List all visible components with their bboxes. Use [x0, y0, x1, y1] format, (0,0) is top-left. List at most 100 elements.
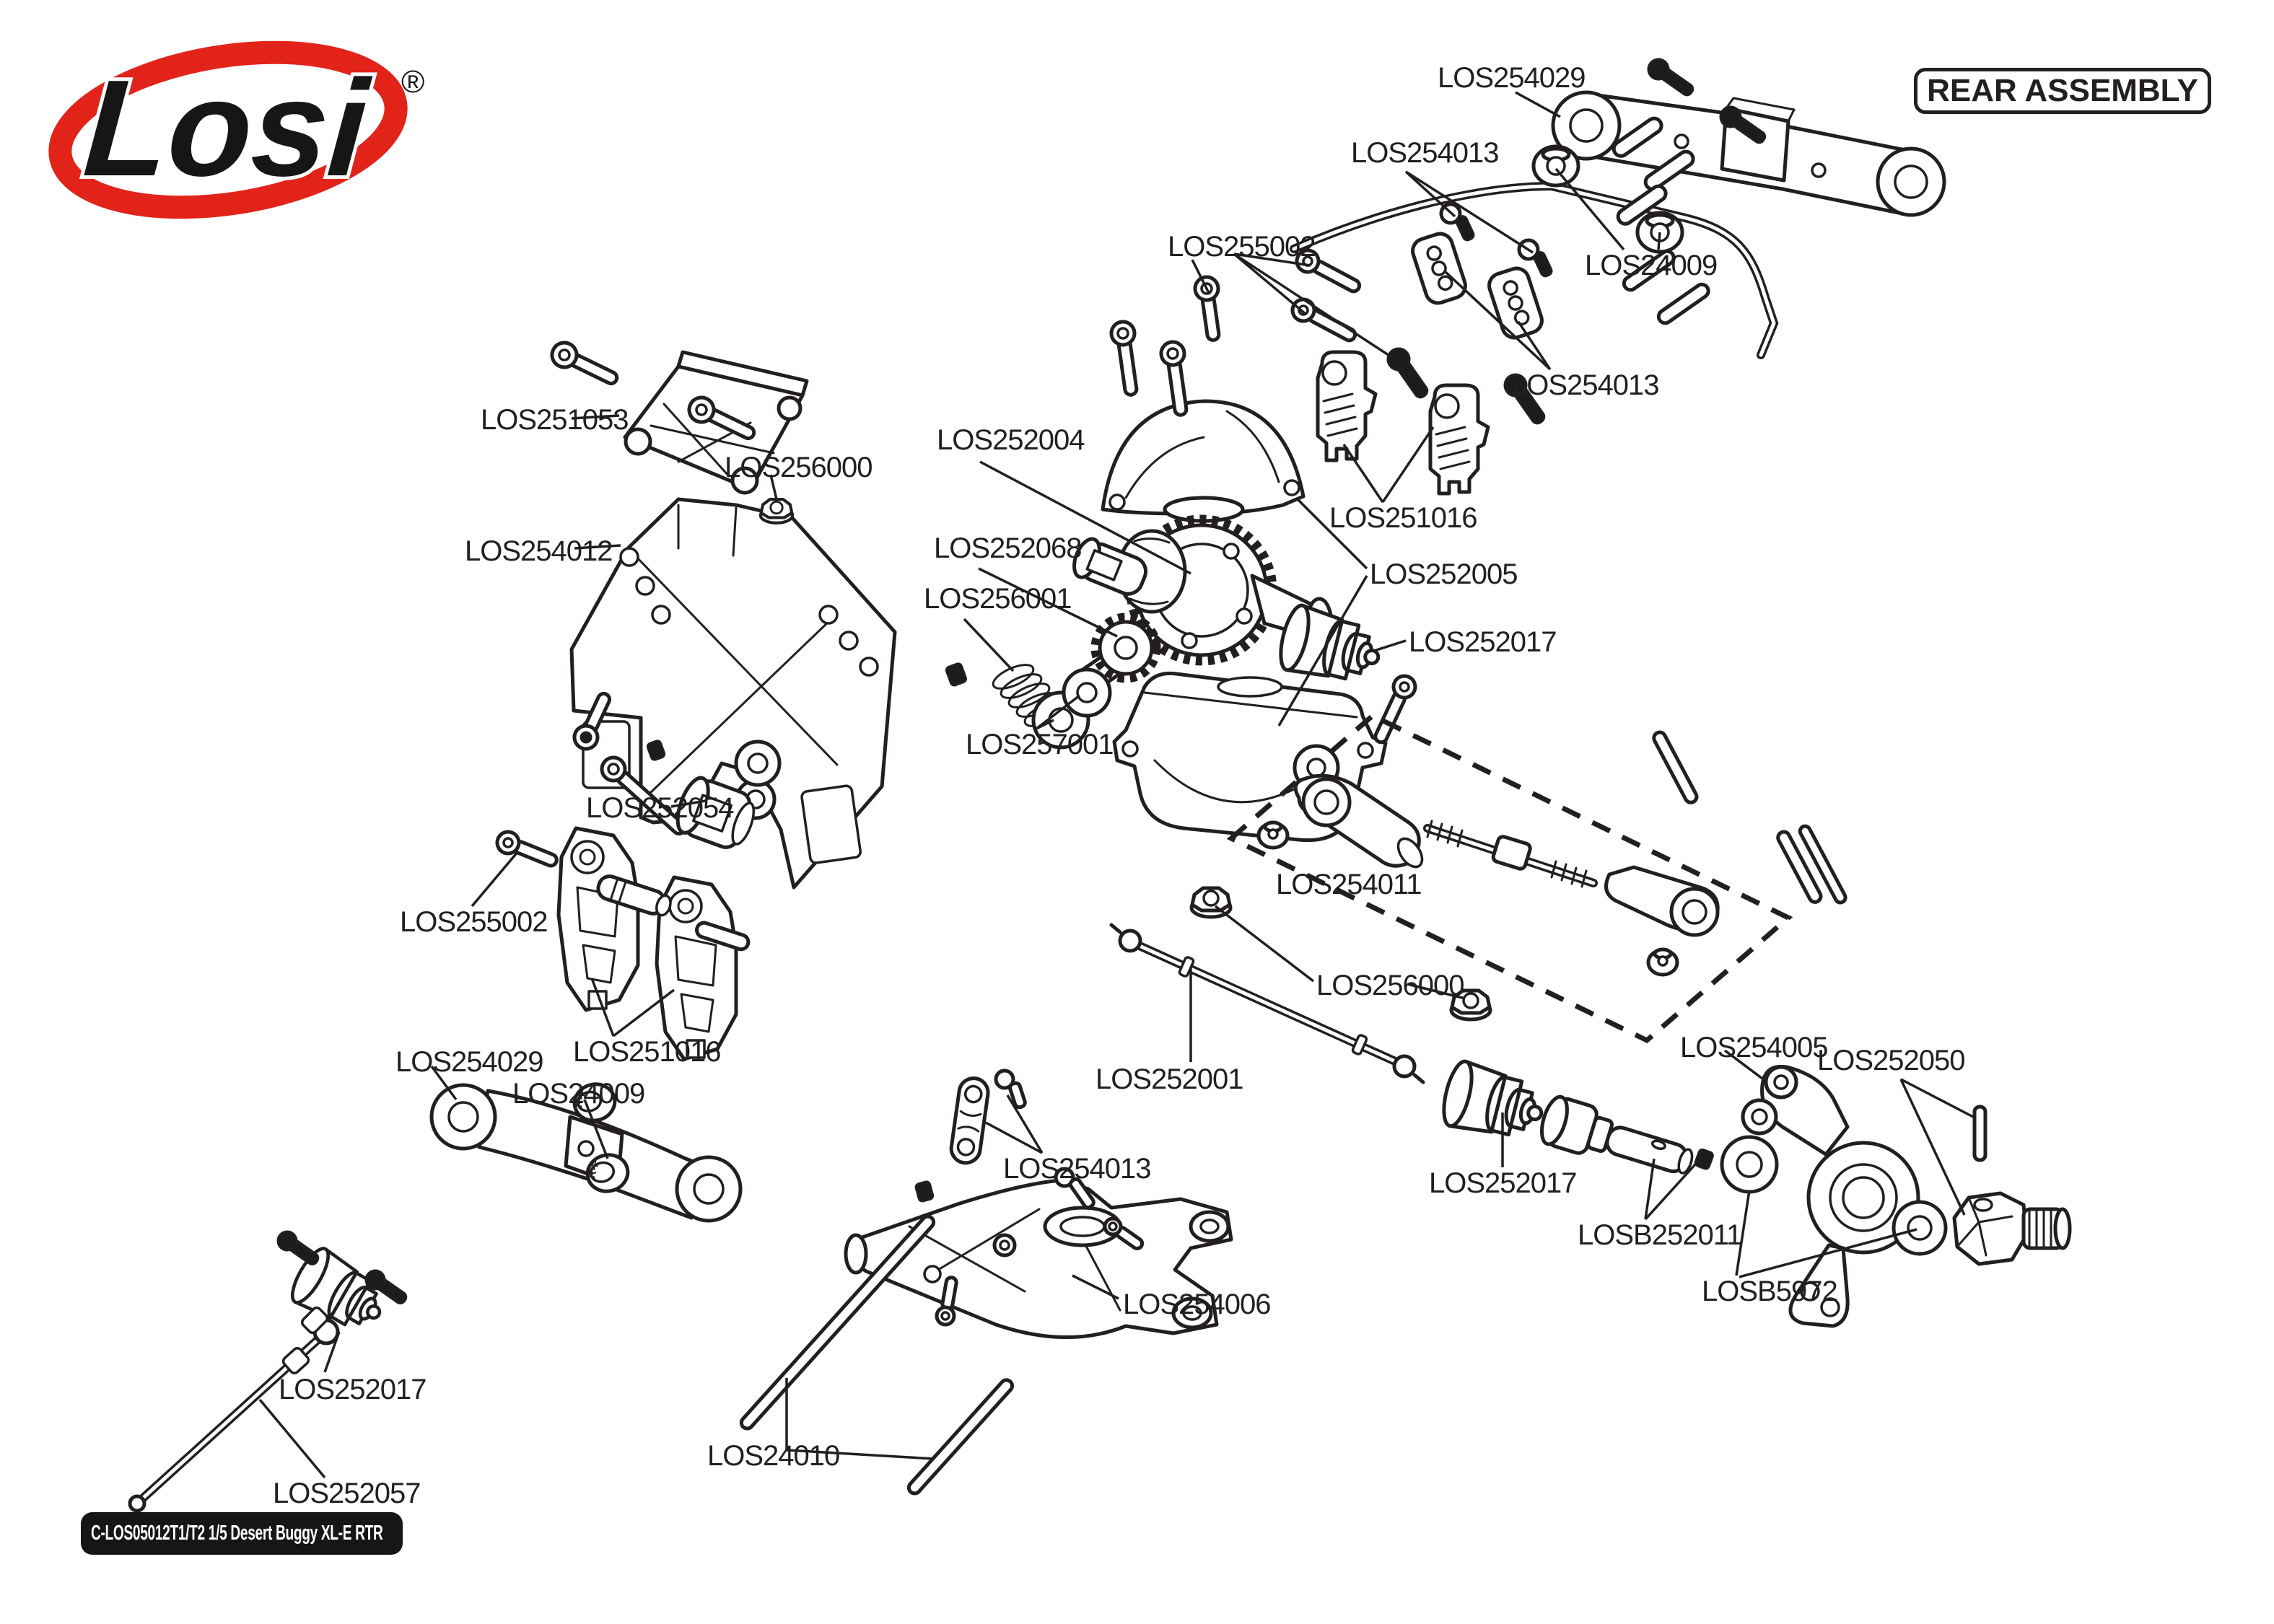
set-screws-center: [646, 662, 967, 761]
driveshaft: [128, 1306, 340, 1513]
insert-marking-2: R-F: [585, 1159, 602, 1180]
hinge-pins: [739, 1214, 1014, 1496]
leader-line-47: [258, 1398, 326, 1479]
part-label-los254012-9: LOS254012: [465, 535, 613, 567]
leader-line-7: [1554, 167, 1625, 251]
driveshaft-boot: [276, 1230, 408, 1341]
part-label-los252057-32: LOS252057: [273, 1478, 421, 1509]
part-label-los254013-4: LOS254013: [1511, 369, 1660, 401]
leader-line-4: [1233, 253, 1308, 316]
leader-line-21: [1373, 639, 1407, 652]
leader-line-6: [1191, 259, 1211, 295]
leader-line-46: [785, 1378, 935, 1460]
part-label-los256000-18: LOS256000: [1316, 970, 1465, 1001]
turnbuckle-group-box: [1226, 712, 1793, 1044]
turnbuckle-assembly: [1259, 730, 1823, 975]
kit-id-badge: C-LOS05012T1/T2 1/5 Desert Buggy XL-E RT…: [81, 1512, 403, 1555]
part-label-los254011-16: LOS254011: [1276, 869, 1422, 900]
part-label-los252005-11: LOS252005: [1370, 558, 1518, 590]
sway-bar-mounts: [1411, 116, 1710, 340]
leader-line-35: [1900, 1078, 1974, 1118]
diff-cover-screws: [1109, 248, 1546, 425]
part-label-los252050-24: LOS252050: [1817, 1045, 1966, 1076]
leader-line-8: [1657, 232, 1661, 250]
leader-line-23: [1035, 694, 1081, 730]
losi-logo-text: Losi: [79, 52, 375, 205]
part-label-los252004-6: LOS252004: [937, 424, 1085, 456]
leader-line-12: [979, 460, 1191, 575]
diff-washers: [1031, 667, 1112, 750]
part-label-los251053-5: LOS251053: [481, 404, 629, 436]
part-label-los255002-2: LOS255002: [1168, 231, 1316, 263]
leader-line-41: [1644, 1156, 1703, 1221]
part-label-los251016-8: LOS251016: [1329, 502, 1478, 534]
leader-line-11: [571, 414, 620, 420]
hub-bearings: [1720, 1135, 1948, 1256]
leader-line-3: [1233, 253, 1311, 267]
part-label-los252017-13: LOS252017: [1409, 626, 1557, 658]
leader-line-5: [1233, 253, 1398, 362]
leader-line-24: [670, 799, 707, 808]
rear-pivot-brace-top: [1551, 90, 1946, 217]
part-label-los24010-31: LOS24010: [707, 1440, 840, 1472]
part-label-los254013-1: LOS254013: [1351, 137, 1500, 169]
part-label-los252068-10: LOS252068: [934, 532, 1083, 564]
leader-line-1: [1404, 170, 1456, 218]
diff-gear-cover: [1101, 399, 1306, 523]
housing-screw: [1373, 674, 1417, 745]
part-label-los24009-22: LOS24009: [512, 1078, 645, 1110]
leader-line-18: [1296, 498, 1368, 570]
losi-logo-swoosh: [48, 40, 408, 219]
leader-line-10: [1517, 321, 1552, 370]
part-label-los254029-20: LOS254029: [395, 1046, 544, 1078]
part-label-losb5972-29: LOSB5972: [1702, 1276, 1838, 1307]
part-label-los251016-19: LOS251016: [573, 1036, 722, 1068]
sway-bar: [1290, 181, 1779, 359]
outdrive-cup: [675, 739, 782, 849]
leader-lines: [258, 91, 1974, 1479]
part-label-losb252011-27: LOSB252011: [1578, 1219, 1742, 1251]
leader-line-20: [963, 618, 1015, 672]
part-label-los254029-0: LOS254029: [1438, 62, 1586, 94]
leader-line-44: [1739, 1228, 1917, 1278]
registered-mark: ®: [401, 64, 424, 100]
leader-line-19: [1277, 575, 1368, 727]
arm-screws: [935, 1167, 1145, 1327]
leader-line-0: [1515, 91, 1561, 118]
rear-assembly-title: REAR ASSEMBLY: [1927, 73, 2198, 108]
part-label-los254006-28: LOS254006: [1123, 1289, 1272, 1320]
leader-line-2: [1405, 170, 1534, 254]
part-label-los252054-15: LOS252054: [586, 792, 735, 824]
leader-line-43: [1735, 1190, 1751, 1276]
leader-line-42: [1072, 1274, 1119, 1300]
losi-logo: Losi ®: [48, 40, 424, 219]
kit-id-caption: C-LOS05012T1/T2 1/5 Desert Buggy XL-E RT…: [91, 1522, 383, 1545]
top-brace: [623, 350, 809, 495]
leader-line-36: [1899, 1079, 1966, 1216]
part-label-los252001-21: LOS252001: [1096, 1063, 1244, 1095]
part-label-los24009-3: LOS24009: [1585, 250, 1718, 281]
leader-line-33: [583, 1099, 609, 1159]
leader-line-29: [612, 988, 675, 1037]
shock-tower: [569, 497, 897, 890]
leader-line-30: [430, 1065, 458, 1101]
rear-hub-carrier: [1741, 824, 1920, 1328]
leader-line-16: [574, 544, 621, 550]
leader-line-15: [1381, 426, 1435, 503]
part-label-los257001-14: LOS257001: [966, 729, 1114, 760]
sway-bar-screws: [1439, 58, 1767, 278]
part-label-los255002-17: LOS255002: [400, 906, 548, 938]
leader-line-25: [471, 850, 520, 908]
leader-line-45: [323, 1331, 341, 1373]
leader-line-27: [1407, 983, 1466, 1000]
pivot-inserts: R-F R-F: [571, 1080, 631, 1195]
stub-axle: [1540, 1094, 1714, 1175]
cvd-boot-right: [1438, 1058, 1549, 1146]
rear-assembly-badge: REAR ASSEMBLY: [1914, 68, 2211, 114]
leader-line-40: [1644, 1158, 1656, 1220]
leader-line-38: [1006, 1094, 1044, 1154]
camber-rod: [1109, 923, 1425, 1084]
camber-link-small: [914, 1068, 1027, 1203]
leader-line-17: [978, 567, 1118, 638]
